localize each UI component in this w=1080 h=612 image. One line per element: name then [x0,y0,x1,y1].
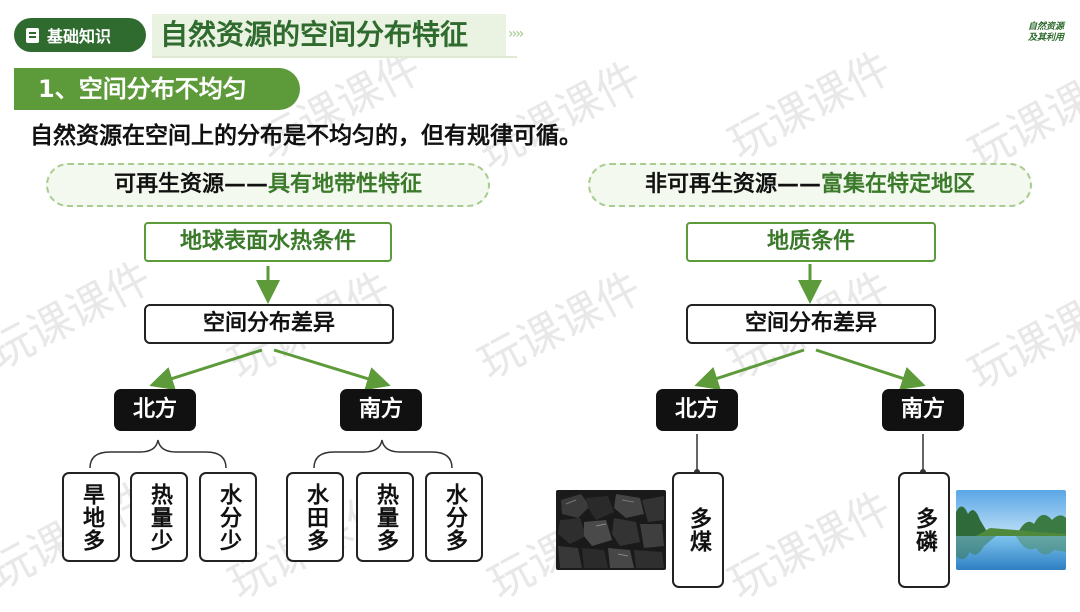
renewable-south-item: 水田多 [286,472,344,562]
intro-text: 自然资源在空间上的分布是不均匀的，但有规律可循。 [30,123,582,149]
renewable-south-item: 热量多 [356,472,414,562]
document-icon [26,27,39,43]
brace-north-left [89,439,227,469]
renewable-north-item: 旱地多 [62,472,120,562]
arrow-to-north-right [694,348,805,390]
logo: 自然资源 及其利用 [1022,22,1070,44]
badge-label: 基础知识 [47,27,112,46]
renewable-south-item: 水分多 [425,472,483,562]
section-badge: 基础知识 [14,18,146,52]
renewable-south-box: 南方 [340,389,422,431]
coal-image [556,490,666,570]
renewable-difference-box: 空间分布差异 [144,304,394,344]
nonrenewable-south-box: 南方 [882,389,964,431]
renewable-heading-emphasis: 具有地带性特征 [268,172,423,197]
nonrenewable-heading-emphasis: 富集在特定地区 [821,172,976,197]
nonrenewable-difference-box: 空间分布差异 [686,304,936,344]
arrow-to-south-left [273,348,391,391]
renewable-heading-prefix: 可再生资源—— [113,172,268,197]
nonrenewable-condition-box: 地质条件 [686,222,936,262]
arrow-to-south-right [815,348,926,390]
arrow-to-north-left [149,348,263,390]
title-background [152,14,506,56]
title-underline [152,56,517,58]
landscape-image [956,490,1066,570]
renewable-north-item: 水分少 [199,472,257,562]
page-title: 自然资源的空间分布特征 [160,18,469,51]
brace-south-left [313,439,453,469]
chevron-decoration-icon: ›››› [508,26,524,42]
renewable-north-box: 北方 [114,389,196,431]
logo-line-2: 及其利用 [1027,33,1064,43]
renewable-condition-box: 地球表面水热条件 [144,222,392,262]
nonrenewable-heading: 非可再生资源——富集在特定地区 [588,163,1032,207]
nonrenewable-heading-prefix: 非可再生资源—— [644,172,821,197]
renewable-heading: 可再生资源——具有地带性特征 [46,163,490,207]
section-header: 1、空间分布不均匀 [14,68,300,110]
nonrenewable-south-item: 多磷 [898,472,950,588]
nonrenewable-north-item: 多煤 [672,472,724,588]
renewable-north-item: 热量少 [130,472,188,562]
logo-line-1: 自然资源 [1027,22,1064,32]
nonrenewable-north-box: 北方 [656,389,738,431]
